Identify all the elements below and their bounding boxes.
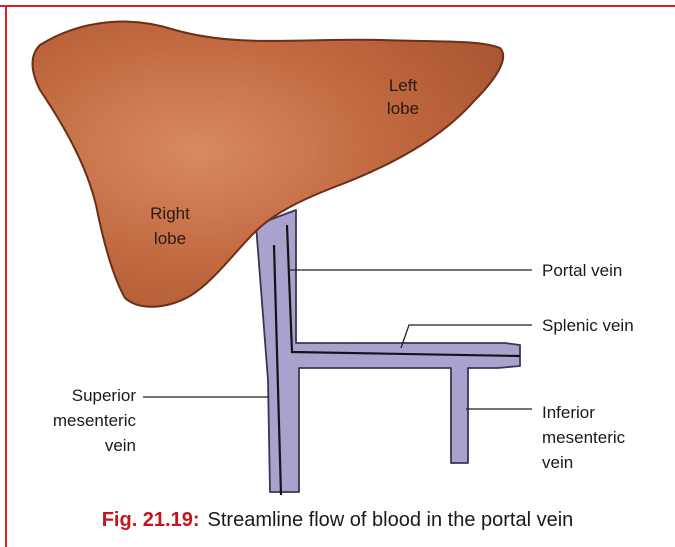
right-lobe-label-line2: lobe [154, 229, 186, 248]
superior-mesenteric-label-line1: Superior [72, 386, 137, 405]
left-lobe-label-line1: Left [389, 76, 418, 95]
inferior-mesenteric-label-line3: vein [542, 453, 573, 472]
superior-mesenteric-label-line2: mesenteric [53, 411, 137, 430]
left-lobe-label-line2: lobe [387, 99, 419, 118]
figure-caption: Fig. 21.19: Streamline flow of blood in t… [0, 509, 675, 532]
inferior-mesenteric-label-line1: Inferior [542, 403, 595, 422]
figure-number: Fig. 21.19: [102, 509, 200, 531]
superior-mesenteric-label-line3: vein [105, 436, 136, 455]
caption-text: Streamline flow of blood in the portal v… [208, 509, 574, 531]
vein-system [256, 210, 520, 495]
leader-lines [143, 270, 532, 409]
portal-vein-label: Portal vein [542, 261, 622, 280]
splenic-vein-label: Splenic vein [542, 316, 634, 335]
right-lobe-label-line1: Right [150, 204, 190, 223]
inferior-mesenteric-label-line2: mesenteric [542, 428, 626, 447]
